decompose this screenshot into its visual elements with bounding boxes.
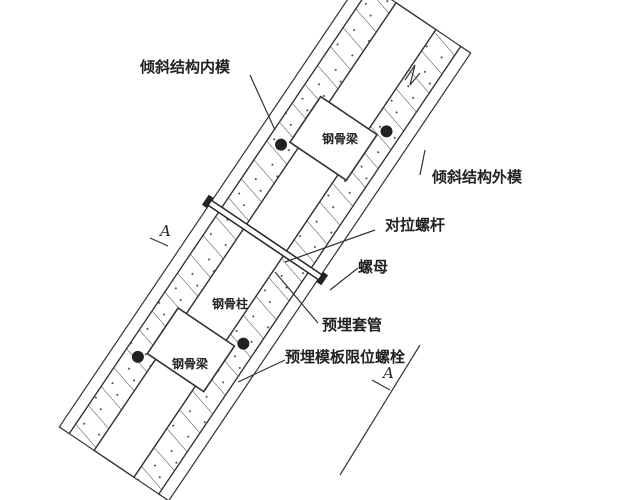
nut-icon (201, 194, 214, 209)
leader-limit-bolt (237, 359, 286, 383)
label-limit-bolt: 预埋模板限位螺栓 (285, 348, 405, 366)
label-outer-form: 倾斜结构外模 (431, 168, 523, 186)
leader-outer-form (419, 149, 426, 176)
leader-inner-form (249, 74, 276, 131)
label-steel-column: 钢骨柱 (212, 296, 248, 311)
inclined-member (58, 0, 472, 500)
section-line-2 (371, 379, 391, 391)
section-mark-2: A (381, 364, 394, 382)
leader-nut (329, 267, 359, 291)
label-steel-beam-lower: 钢骨梁 (172, 356, 208, 371)
nut-icon (316, 271, 329, 286)
leader-tie-rod (284, 229, 376, 263)
break-line-bottom (339, 344, 421, 476)
section-mark-1: A (158, 222, 171, 240)
section-line-1 (149, 237, 169, 247)
label-embedded-sleeve: 预埋套管 (322, 316, 382, 334)
break-line-top (404, 64, 421, 86)
label-steel-beam-upper: 钢骨梁 (322, 131, 358, 146)
label-nut: 螺母 (358, 258, 388, 276)
label-tie-rod: 对拉螺杆 (385, 216, 445, 234)
steel-beam-upper (288, 95, 379, 182)
label-inner-form: 倾斜结构内模 (139, 58, 231, 76)
steel-beam-lower (146, 306, 236, 393)
leader-sleeve (274, 271, 319, 324)
limit-bolts (131, 125, 393, 363)
